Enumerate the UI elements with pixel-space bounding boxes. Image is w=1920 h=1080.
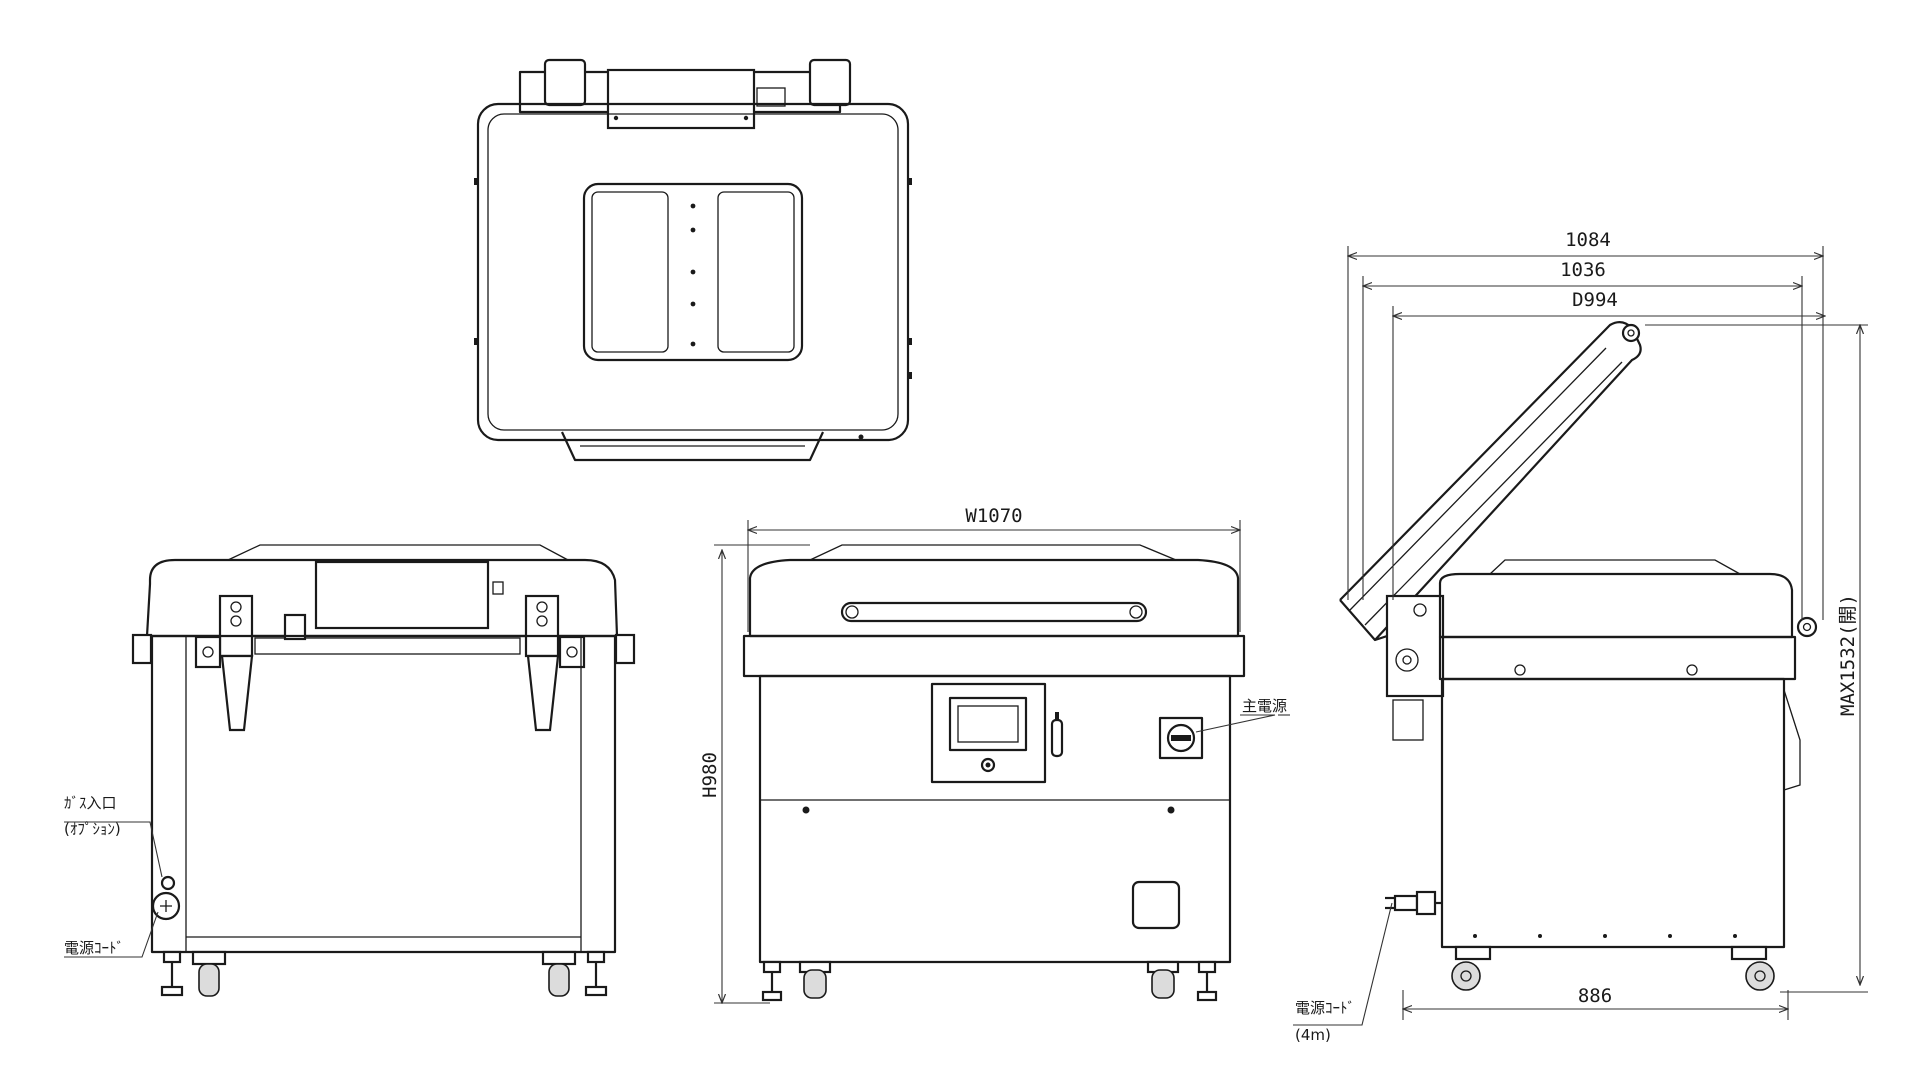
label-power-cord-length: (4m) <box>1295 1026 1331 1044</box>
label-gas-inlet-option: (ｵﾌﾟｼｮﾝ) <box>64 820 121 838</box>
label-gas-inlet: ｶﾞｽ入口 <box>64 794 117 812</box>
label-power-cord-side: 電源ｺｰﾄﾞ <box>1295 999 1355 1017</box>
main-power-switch <box>1158 716 1204 760</box>
control-panel <box>930 682 1047 784</box>
side-view <box>1339 321 1818 991</box>
top-view <box>474 58 912 462</box>
dim-1036: 1036 <box>1560 259 1606 281</box>
labels: 1084 1036 D994 W1070 H980 MAX1532(開) 886… <box>64 229 1859 1044</box>
dim-h980: H980 <box>699 752 721 798</box>
dim-max1532: MAX1532(開) <box>1837 594 1859 716</box>
front-view <box>742 544 1246 1002</box>
dim-d994: D994 <box>1572 289 1618 311</box>
dim-1084: 1084 <box>1565 229 1611 251</box>
label-power-cord-back: 電源ｺｰﾄﾞ <box>64 939 124 957</box>
dim-w1070: W1070 <box>965 505 1022 527</box>
dim-886: 886 <box>1578 985 1612 1007</box>
label-main-power: 主電源 <box>1242 697 1287 715</box>
back-view <box>131 544 636 997</box>
dimension-lines <box>64 246 1868 1026</box>
